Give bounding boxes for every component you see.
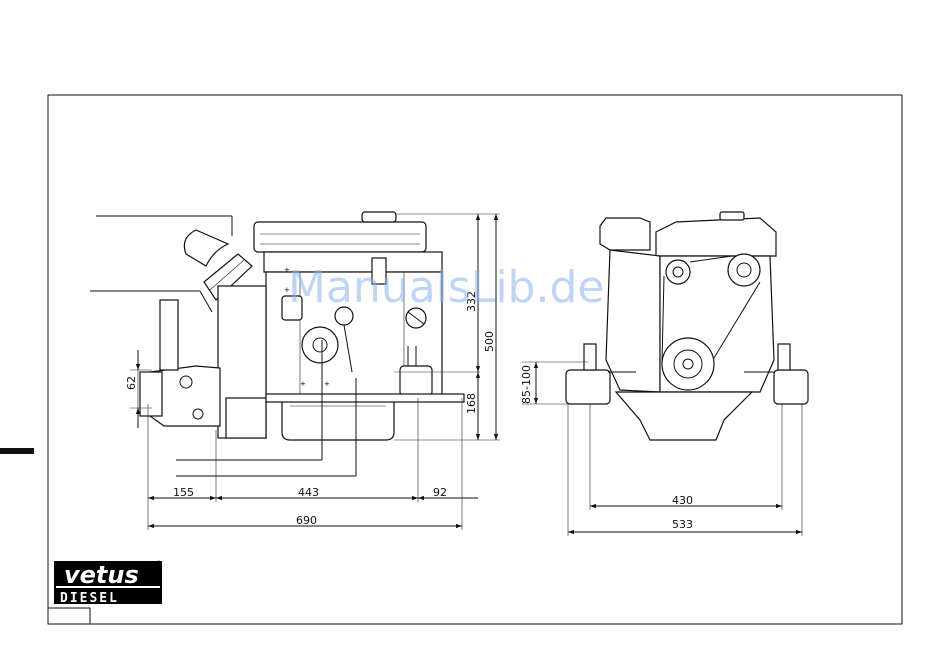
engine-side-view: + + + +	[90, 212, 464, 440]
svg-text:+: +	[300, 380, 306, 388]
vetus-diesel-logo: vetus DIESEL ®	[54, 560, 162, 606]
dim-690-label: 690	[296, 514, 317, 527]
dim-430-label: 430	[672, 494, 693, 507]
svg-text:+: +	[324, 380, 330, 388]
engine-front-view	[566, 212, 808, 440]
logo-diesel-text: DIESEL	[60, 591, 119, 606]
dim-155-label: 155	[173, 486, 194, 499]
dim-85-100-label: 85-100	[520, 365, 533, 404]
dim-443-label: 443	[298, 486, 319, 499]
dim-500-label: 500	[483, 331, 496, 352]
dim-533-label: 533	[672, 518, 693, 531]
watermark-text: ManualsLib.de	[288, 262, 604, 313]
page-edge-tab	[0, 448, 34, 454]
registered-mark: ®	[155, 560, 162, 568]
dim-168-label: 168	[465, 393, 478, 414]
logo-vetus-text: vetus	[64, 561, 139, 589]
dim-92-label: 92	[433, 486, 447, 499]
dim-62-label: 62	[125, 376, 138, 390]
title-block-box	[48, 608, 90, 624]
